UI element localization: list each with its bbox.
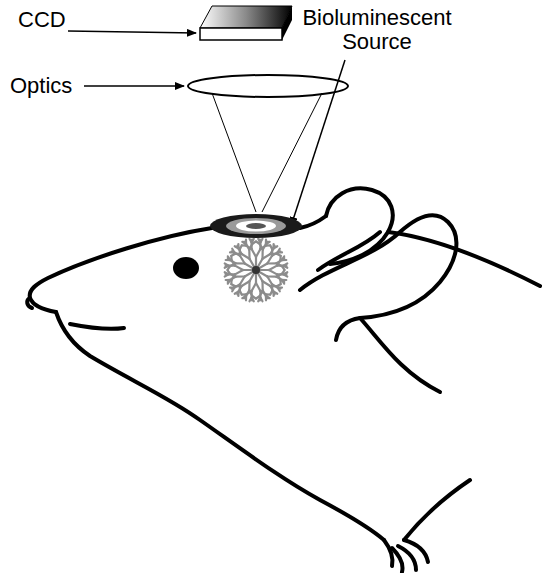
tumor-branch [267,277,272,285]
tumor-branch [272,246,274,250]
ccd-sensor [200,6,292,40]
tumor-branch [237,291,239,295]
tumor-branch [252,283,256,291]
tumor-branch [269,266,277,270]
tumor-branch [267,262,276,264]
tumor-branch [252,249,256,257]
tumor-branch [259,240,261,245]
tumor-branch [269,270,277,274]
tumor-branch [278,286,283,288]
tumor-branch [237,244,239,249]
tumor-branch [282,280,284,284]
tumor-branch [230,251,235,253]
tumor-branch [282,273,287,275]
tumor-branch [282,266,285,270]
tumor-branch [240,256,245,264]
tumor-branch [248,250,250,259]
tumor-branch [230,286,235,288]
tumor-branch [226,265,231,267]
tumor-branch [252,239,254,243]
tumor-branch [261,281,263,290]
tumor-branch [232,251,236,253]
mouse-eye [173,257,199,279]
tumor-branch [263,254,271,259]
tumor-branch [278,251,283,253]
tumor-core [252,266,260,274]
tumor-branch [256,283,260,291]
part-label: CCD [18,8,66,32]
tumor-branch [235,266,243,270]
tumor-branch [272,244,274,249]
tumor-branch [256,249,260,257]
tumor-branch [242,296,246,298]
mouse-outline [27,188,540,572]
tumor-branch [242,281,250,286]
light-cone [212,93,322,212]
tumor-branch [266,294,268,298]
part-label: Optics [10,74,72,98]
leader-arrow [68,31,345,226]
tumor-branch [266,242,270,244]
tumor-branch [228,256,230,260]
tumor-branch [235,270,243,274]
tumor-branch [272,292,274,297]
tumor-branch [237,292,239,297]
tumor-branch [258,297,260,301]
tumor-branch [277,254,281,256]
tumor-branch [228,280,232,282]
tumor-branch [282,259,286,261]
tumor-branch [277,286,281,288]
tumor-branch [251,296,253,301]
tumor-branch [244,242,246,246]
part-label: Bioluminescent Source [292,6,462,54]
bioluminescent-tumor [225,239,288,302]
tumor-branch [225,272,229,274]
emission-spot [210,214,302,238]
tumor-branch [236,275,245,277]
